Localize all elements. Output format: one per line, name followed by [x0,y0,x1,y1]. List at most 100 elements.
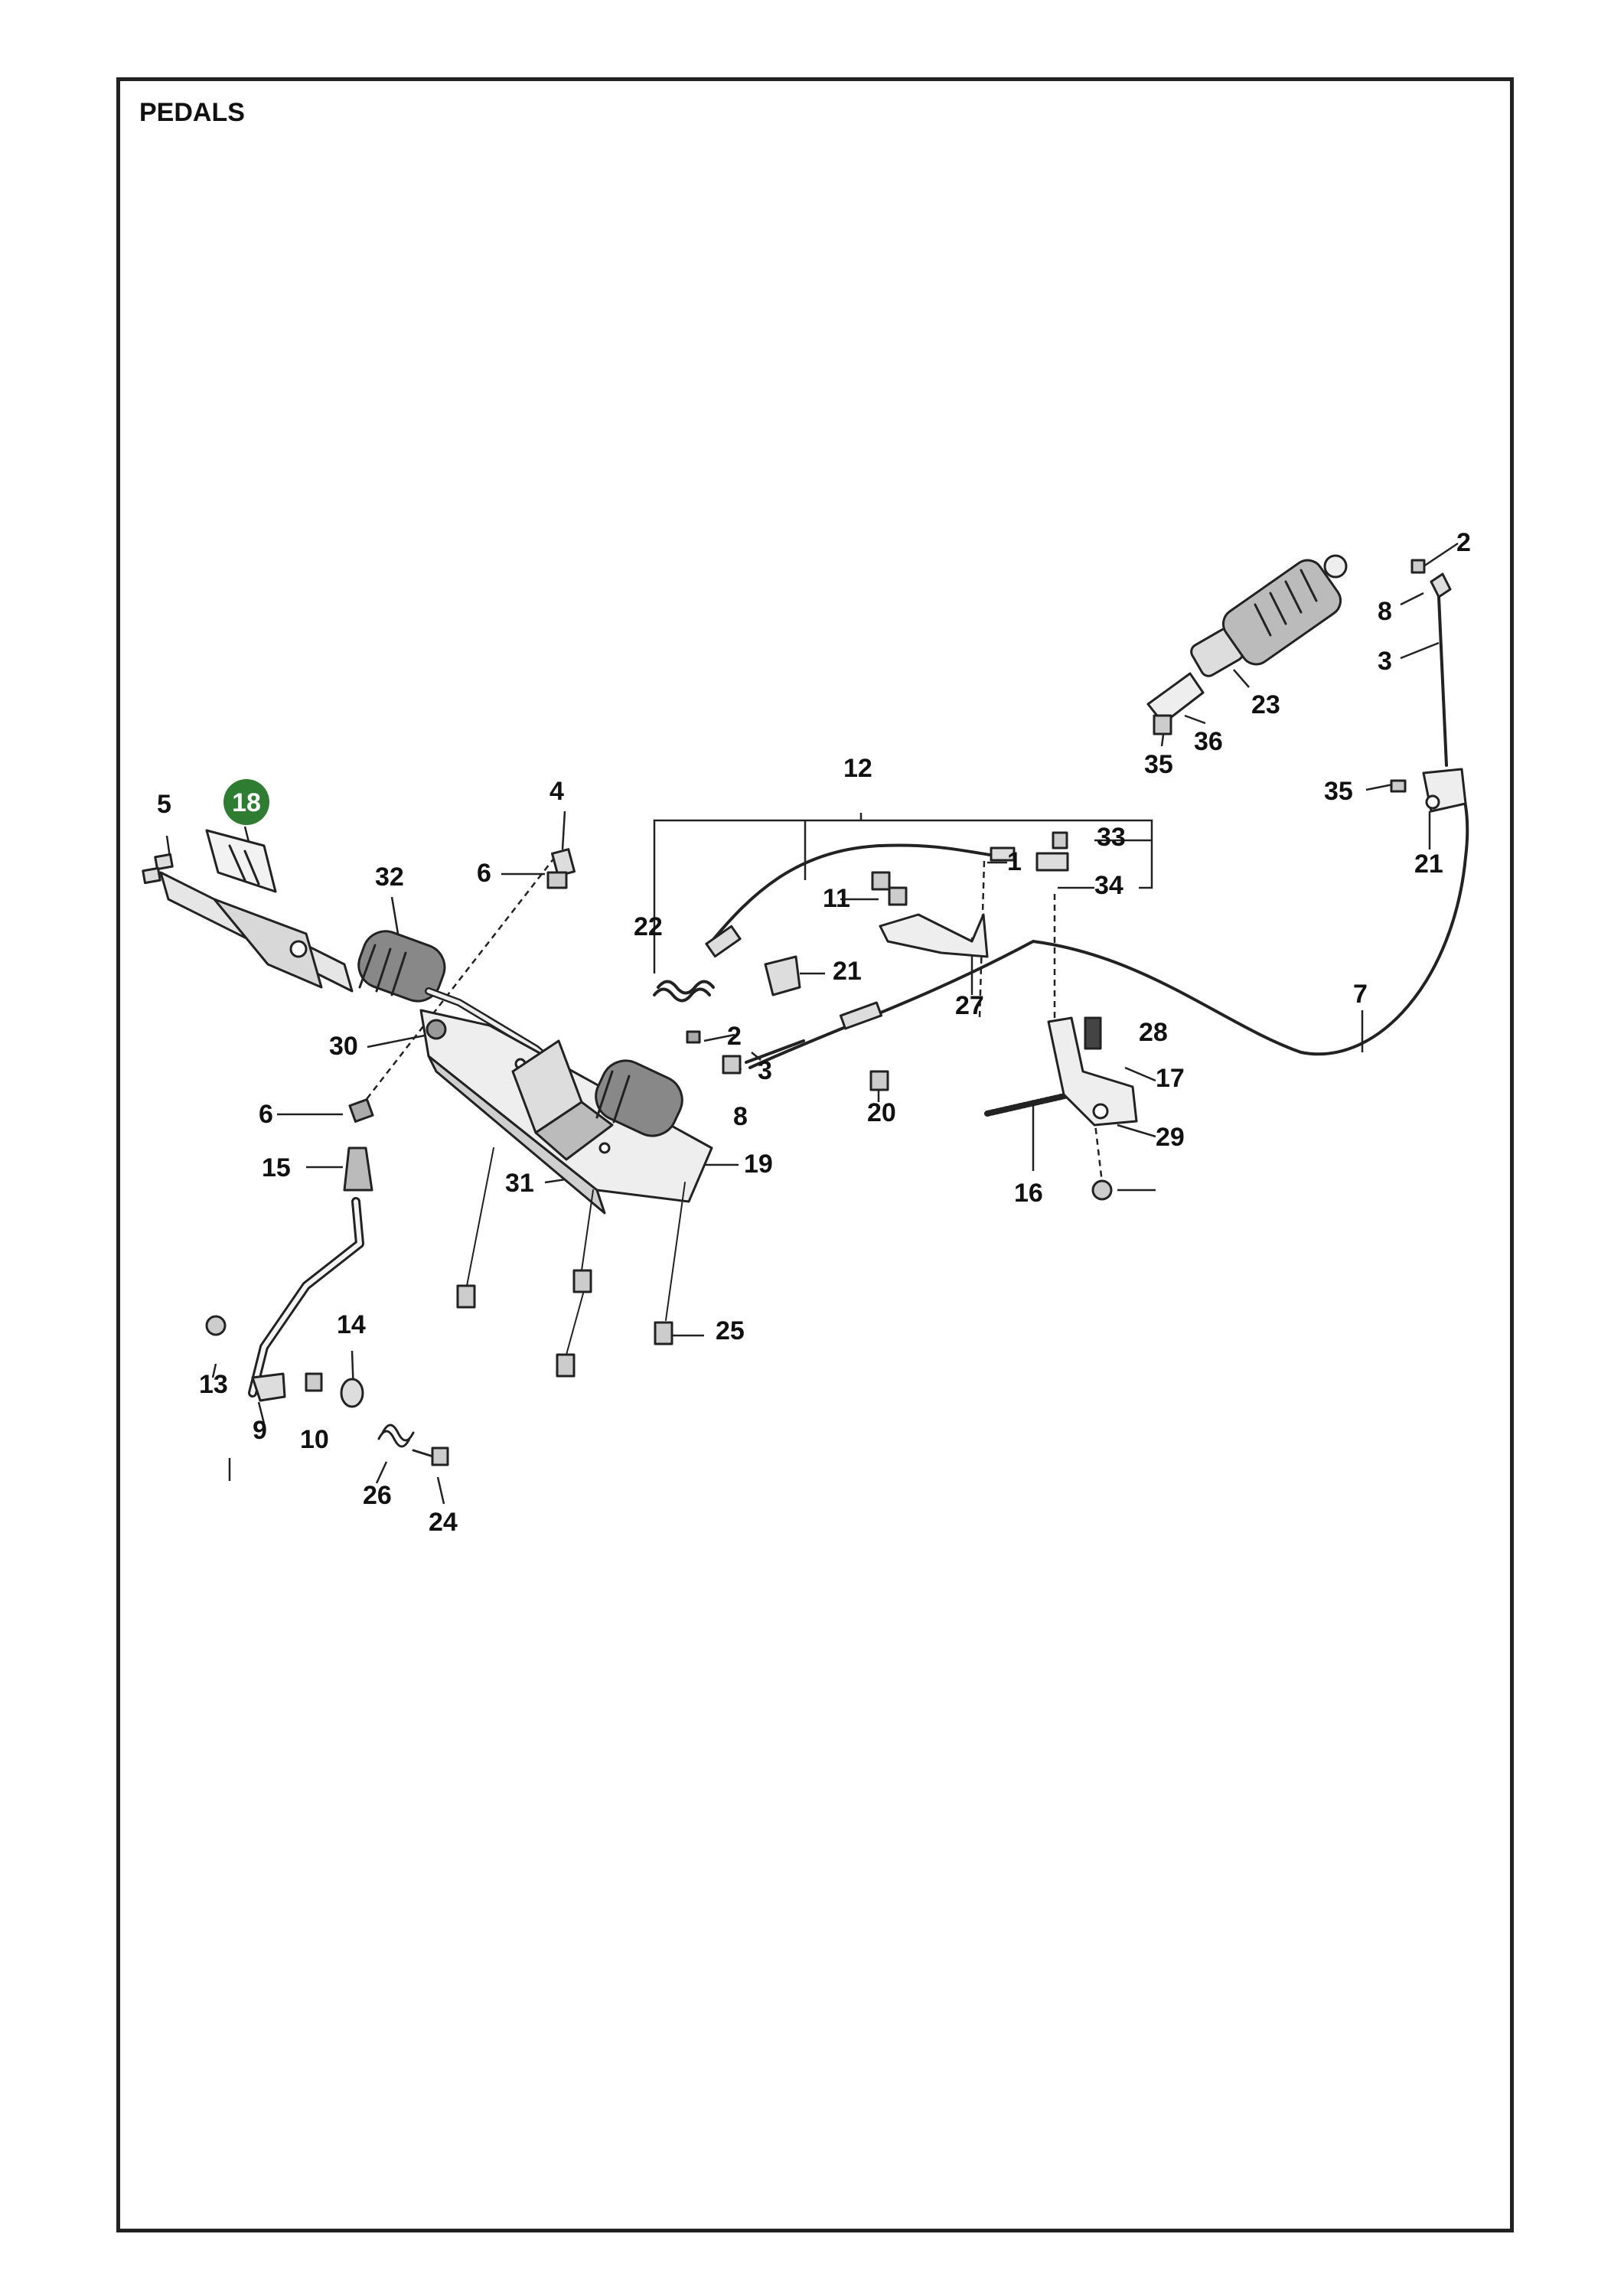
leader-2a [703,1033,735,1042]
callout-3a: 3 [758,1056,772,1085]
lever-17 [1047,1016,1138,1127]
bolt-33 [1052,831,1068,850]
callout-labels: 1 2 2 3 3 4 5 6 6 7 8 8 9 10 11 12 13 14… [157,528,1471,1537]
callout-25: 25 [716,1316,745,1345]
roller-grip-32 [357,930,446,1003]
callout-15: 15 [262,1153,291,1182]
callout-20: 20 [867,1098,896,1127]
callout-23: 23 [1251,690,1280,719]
callout-11: 11 [823,884,850,913]
leader-3b [1400,641,1440,660]
lever-9 [248,1197,364,1402]
callout-13: 13 [199,1370,228,1399]
callout-3b: 3 [1378,647,1392,676]
callout-32: 32 [375,863,404,892]
cable-end-right [1410,559,1467,813]
spring-22 [653,980,715,1003]
leader-36 [1184,714,1206,725]
callout-18: 18 [232,788,261,817]
callout-33: 33 [1097,823,1126,852]
callout-2b: 2 [1456,528,1471,557]
leader-2b [1423,542,1459,568]
leader-9 [257,1401,266,1424]
bolt-35a [1153,714,1172,735]
callout-27: 27 [955,991,984,1020]
cable-7 [748,772,1469,1069]
diagram-frame [116,77,1514,2232]
leader-13 [211,1363,217,1378]
mount-bolt-mid [556,1189,594,1378]
callout-7: 7 [1353,980,1368,1009]
leader-12-bracket [653,819,1153,974]
pedal-center-block [511,1039,614,1161]
callout-2a: 2 [727,1022,742,1051]
callout-29: 29 [1156,1123,1185,1152]
callout-19: 19 [744,1150,773,1179]
spring-16 [984,1091,1075,1117]
callout-36: 36 [1194,727,1223,756]
leader-4 [561,810,566,850]
washer-14 [340,1378,364,1408]
leader-35b [1365,783,1394,791]
cap-15 [343,1146,373,1192]
leader-35a [1160,734,1165,747]
bolt-5 [142,853,174,885]
roller-grip-right [595,1059,683,1137]
callout-17: 17 [1156,1064,1185,1093]
bracket-27 [879,913,989,958]
leader-18 [243,826,250,843]
callout-35a: 35 [1144,750,1173,779]
callout-24: 24 [429,1508,458,1537]
nut-29 [1091,1179,1113,1201]
callout-5: 5 [157,790,171,819]
callout-14: 14 [337,1310,366,1339]
callout-1: 1 [1007,847,1022,876]
callout-30: 30 [329,1032,358,1061]
bolt-24 [412,1446,449,1466]
callout-10: 10 [300,1425,329,1454]
shock-absorber-23 [1146,554,1348,725]
page-title: PEDALS [139,98,245,127]
mount-bolt-right [654,1182,686,1345]
part-18-bracket [205,829,277,893]
bolt-28 [1084,1016,1102,1050]
callout-35b: 35 [1324,777,1353,806]
bolt-4 [546,848,576,889]
leader-28 [1124,1066,1156,1082]
dashed-6-axis [364,856,556,1103]
callout-6a: 6 [477,859,491,888]
callout-12: 12 [843,754,872,783]
callout-34: 34 [1094,871,1123,900]
callout-4: 4 [549,777,564,806]
callout-8b: 8 [1378,597,1392,626]
bolt-20 [869,1070,889,1091]
bolt-11 [871,871,908,906]
bolt-35b [1390,779,1407,793]
leader-30 [367,1033,429,1049]
callout-18-badge[interactable]: 18 [223,779,269,825]
washer-30 [426,1019,447,1040]
leader-32 [390,896,399,934]
cable-12 [705,843,1016,958]
callout-31: 31 [505,1169,534,1198]
nut-6 [348,1098,374,1123]
spring-26 [377,1424,415,1448]
clip-33 [1035,852,1069,872]
callout-21a: 21 [833,957,862,986]
rod-3a [686,1030,805,1075]
mount-bolt-left [456,1147,494,1309]
leader-24 [436,1476,445,1505]
callout-16: 16 [1014,1179,1043,1208]
callout-21b: 21 [1414,850,1443,879]
callout-8a: 8 [733,1102,748,1131]
leader-23 [1233,669,1250,688]
callout-22: 22 [634,912,663,941]
callout-26: 26 [363,1481,392,1510]
callout-6b: 6 [259,1100,273,1129]
callout-9: 9 [253,1416,267,1445]
leader-26 [375,1461,388,1484]
nut-13 [205,1315,227,1336]
callout-28: 28 [1139,1018,1168,1047]
bushing-10 [305,1372,323,1392]
